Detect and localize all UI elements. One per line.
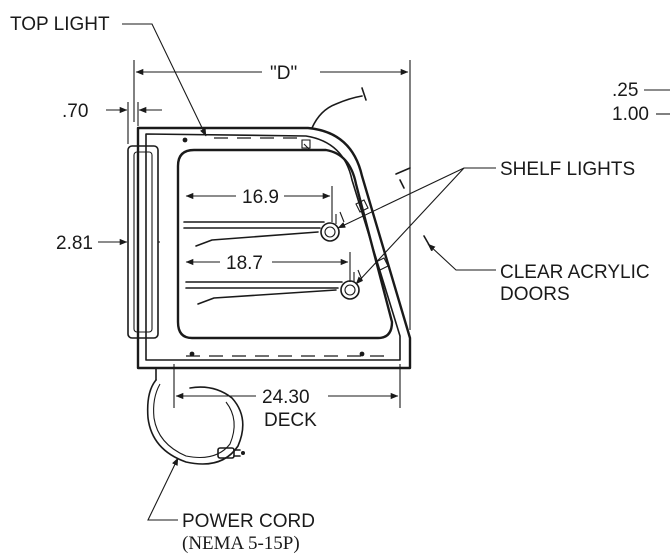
door-hinge: [355, 199, 369, 213]
lower-shelf-front: [197, 289, 337, 305]
clear-acrylic-label-1: CLEAR ACRYLIC: [500, 262, 650, 283]
cabinet-outline: [136, 126, 412, 370]
top-right-dim-1: .25: [612, 80, 638, 101]
top-light-fixture: [301, 139, 311, 149]
shelf-lights-label: SHELF LIGHTS: [500, 159, 635, 180]
shelf-lights-leader-upper: [337, 167, 465, 229]
upper-shelf: [183, 221, 325, 229]
power-plug-prongs: [233, 449, 241, 457]
power-plug-tip: [241, 451, 245, 455]
door-hinge: [375, 257, 389, 271]
cabinet-inner-frame: [145, 133, 401, 361]
upper-shelf-light: [320, 222, 340, 242]
upper-shelf-front: [195, 231, 319, 247]
lower-shelf-bracket: [353, 269, 363, 282]
lower-shelf: [185, 281, 343, 289]
clear-acrylic-label-2: DOORS: [500, 284, 570, 305]
upper-shelf-light-inner: [324, 226, 336, 238]
power-cord-spec: (NEMA 5-15P): [182, 533, 300, 554]
rivet: [182, 137, 188, 143]
upper-shelf-bracket: [335, 211, 345, 224]
depth-label: "D": [270, 63, 297, 84]
left-offset-label: .70: [62, 101, 88, 122]
power-cord-coil: [146, 379, 244, 465]
top-right-dim-2: 1.00: [612, 104, 649, 125]
top-light-fixture: [303, 143, 311, 151]
deck-label: DECK: [264, 410, 317, 431]
rivet: [359, 351, 365, 357]
upper-shelf-dim-label: 16.9: [242, 187, 279, 208]
left-glass-panel-inner: [133, 151, 153, 333]
power-plug: [217, 447, 235, 459]
top-light-label: TOP LIGHT: [10, 14, 110, 35]
deck-value-label: 24.30: [262, 387, 310, 408]
power-cord-leader: [147, 457, 179, 521]
door-latch: [399, 179, 405, 189]
clear-acrylic-door-edge: [423, 235, 433, 251]
left-height-label: 2.81: [56, 233, 93, 254]
lower-shelf-light-inner: [344, 284, 356, 296]
left-glass-panel: [127, 145, 159, 339]
top-light-leader: [122, 23, 207, 137]
clear-acrylic-leader: [427, 243, 496, 271]
shelf-lights-leader-lower: [355, 167, 465, 285]
rivet: [189, 351, 195, 357]
top-cable-end: [361, 87, 367, 101]
power-cord-coil: [153, 383, 235, 459]
interior-chamber: [176, 148, 394, 340]
lower-shelf-dim-label: 18.7: [226, 253, 263, 274]
top-cable: [311, 95, 363, 129]
door-latch: [395, 167, 411, 175]
power-cord-label: POWER CORD: [182, 511, 315, 532]
